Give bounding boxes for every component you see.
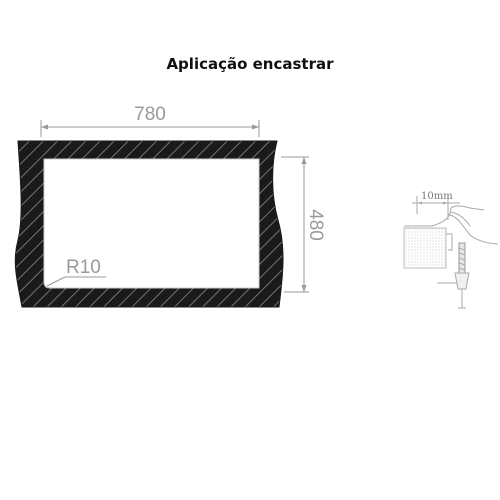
inner-edge [43, 158, 260, 289]
radius-leader [46, 276, 106, 287]
drawing-title: Aplicação encastrar [166, 55, 334, 73]
width-label: 780 [134, 104, 166, 125]
width-dimension [40, 120, 260, 137]
detail-10mm-label: 10mm [421, 191, 453, 202]
height-dimension [281, 156, 309, 293]
mounting-detail [403, 196, 499, 309]
radius-label: R10 [66, 257, 101, 278]
height-label: 480 [305, 209, 326, 241]
